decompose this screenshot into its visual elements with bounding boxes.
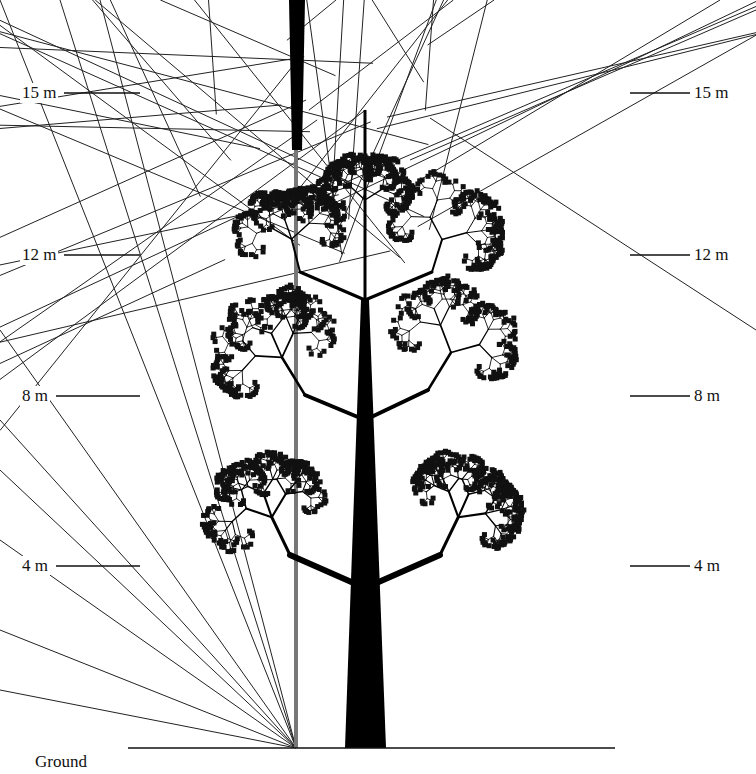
diagram-stage: 15 m15 m12 m12 m8 m8 m4 m4 mGround (0, 0, 756, 774)
